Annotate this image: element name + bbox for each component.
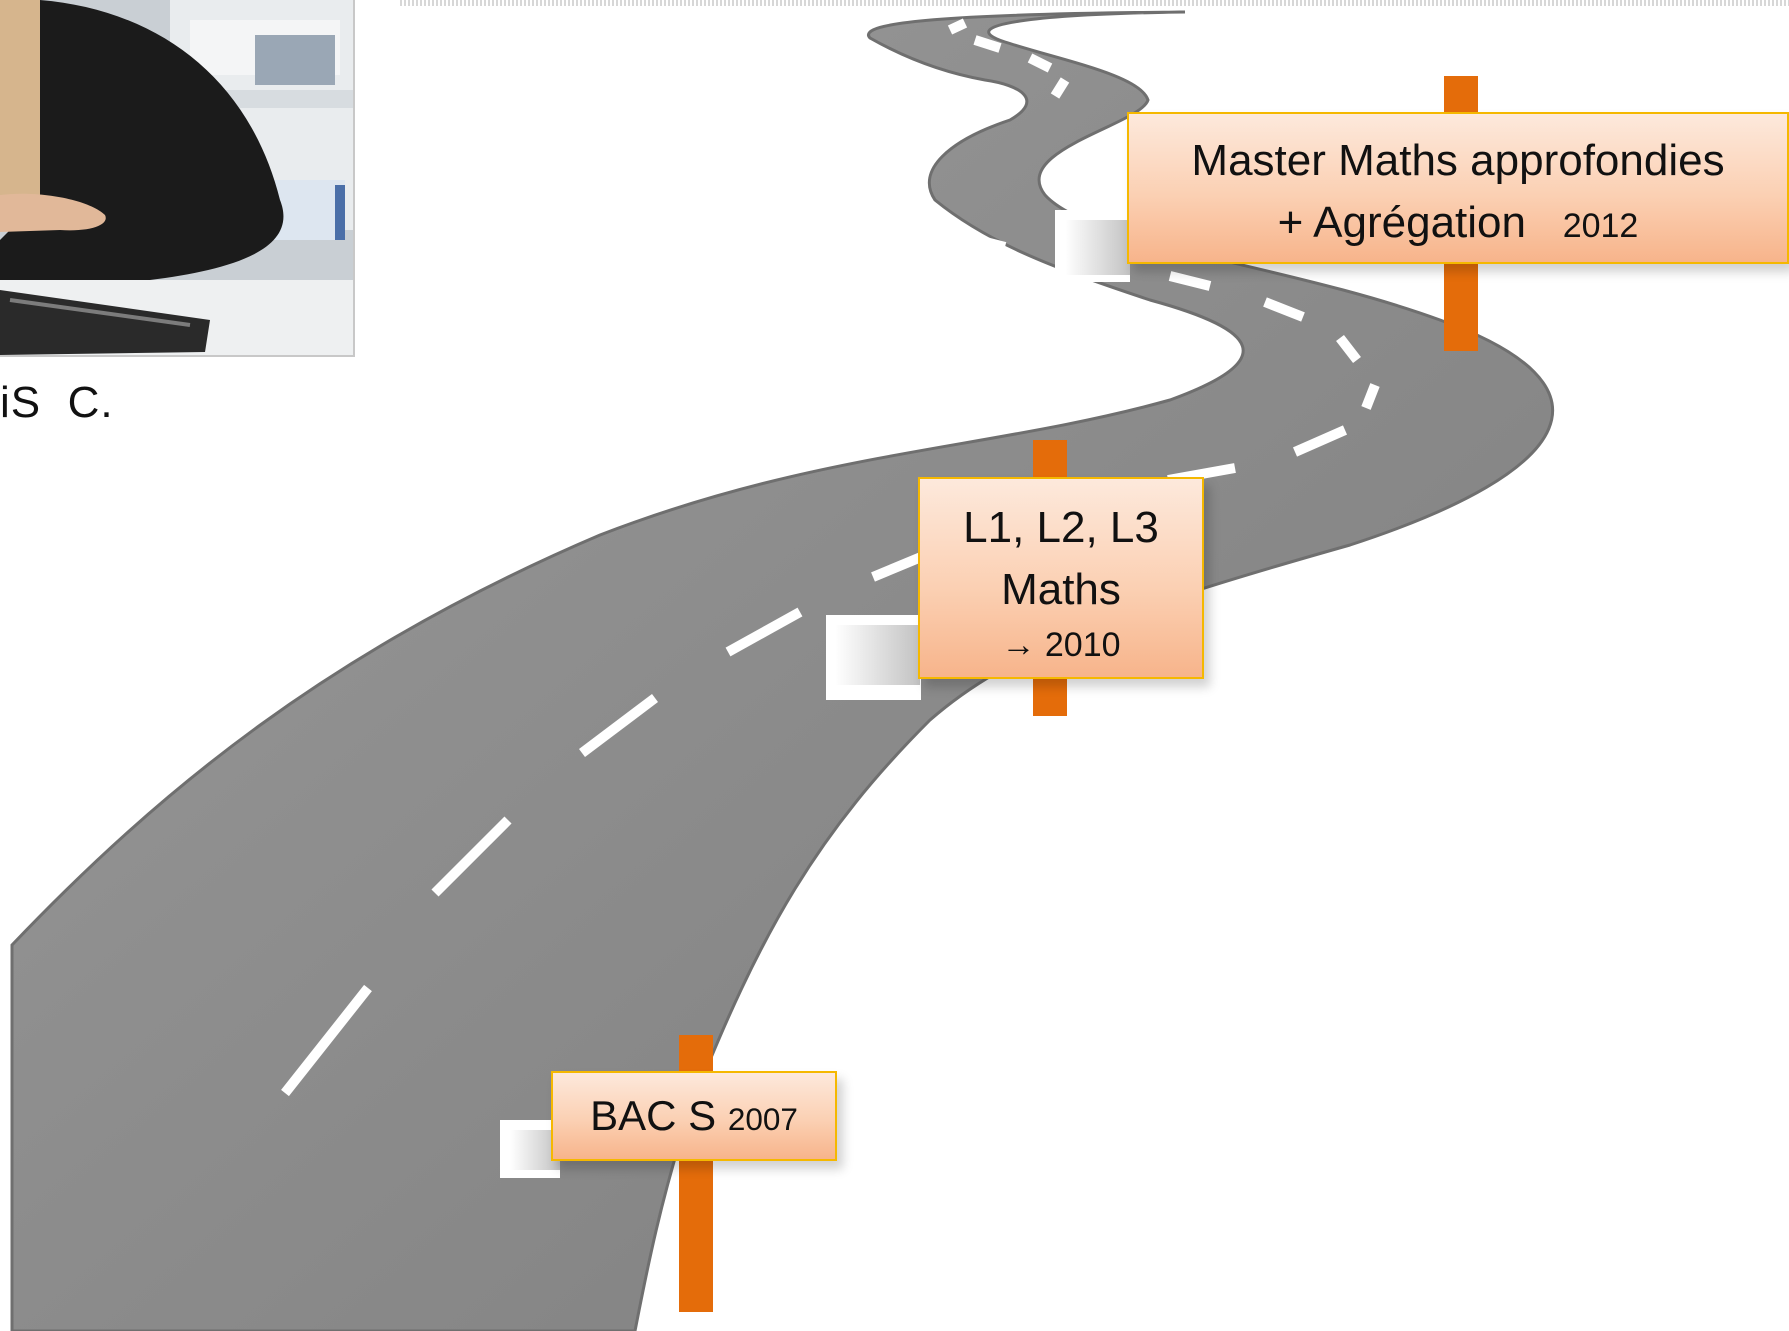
sign-master-line2: + Agrégation (1277, 198, 1526, 247)
lane-dash (1292, 425, 1348, 457)
lane-dash (973, 105, 1012, 123)
lane-dash (1168, 271, 1212, 291)
sign-licence-year: → 2010 (1001, 626, 1121, 664)
lane-dash (1361, 383, 1380, 410)
lane-dash (968, 233, 1007, 252)
lane-dash (725, 607, 803, 657)
sign-shadow (500, 1120, 560, 1178)
lane-dash (1027, 53, 1053, 73)
sign-shadow (1065, 220, 1130, 275)
sign-bac: BAC S 2007 (551, 1071, 837, 1161)
caption-fragment: iS C. (0, 378, 114, 427)
sign-master-year: 2012 (1562, 207, 1639, 245)
lane-dash (903, 121, 942, 143)
sign-shadow (826, 615, 921, 700)
lane-dash (281, 984, 372, 1097)
lane-dash (1263, 297, 1305, 322)
sign-licence: L1, L2, L3 Maths → 2010 (918, 477, 1204, 679)
sign-bac-text: BAC S 2007 (553, 1092, 835, 1140)
lane-dash (973, 35, 1002, 53)
sign-shadow (835, 625, 920, 685)
lane-dash (578, 694, 659, 757)
sign-licence-line1: L1, L2, L3 (963, 503, 1159, 552)
sign-bac-label: BAC S (590, 1092, 717, 1139)
lane-markings (281, 18, 1380, 1097)
lane-dash (947, 18, 968, 35)
lane-dash (871, 148, 889, 172)
photo-illustration (0, 0, 353, 355)
student-reading-photo (0, 0, 355, 357)
sign-bac-year: 2007 (727, 1101, 798, 1137)
lane-dash (1050, 77, 1070, 99)
sign-master-line2-wrap: + Agrégation 2012 (1129, 192, 1787, 257)
sign-licence-line2: Maths (1001, 565, 1121, 614)
sign-master-line1: Master Maths approfondies (1191, 136, 1725, 185)
lane-dash (1336, 334, 1361, 364)
top-border (400, 0, 1789, 6)
lane-dash (431, 816, 512, 897)
sign-master: Master Maths approfondies + Agrégation 2… (1127, 112, 1789, 264)
lane-dash (884, 190, 917, 219)
sign-shadow (1055, 210, 1130, 282)
